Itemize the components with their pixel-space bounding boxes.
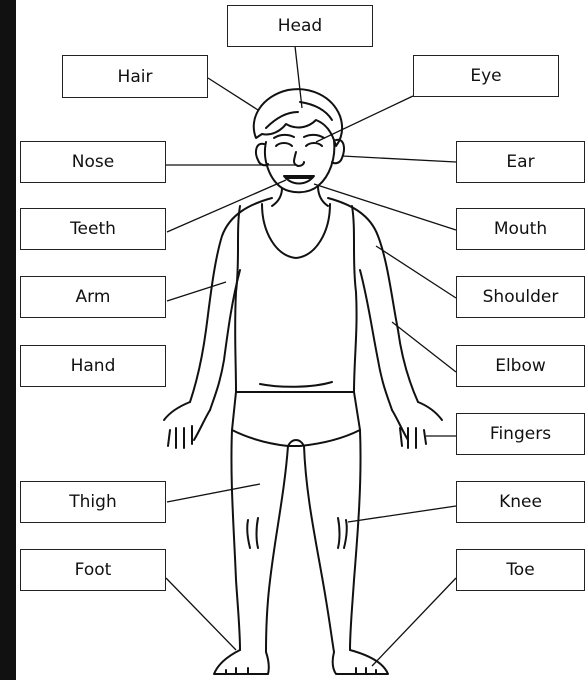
label-arm: Arm xyxy=(20,276,166,318)
left-foot xyxy=(214,650,269,674)
label-knee: Knee xyxy=(456,481,585,523)
hair-strand xyxy=(266,112,298,128)
label-foot: Foot xyxy=(20,549,166,591)
left-hand xyxy=(164,402,210,448)
label-shoulder: Shoulder xyxy=(456,276,585,318)
leader-foot xyxy=(166,578,236,650)
right-arm-outer xyxy=(328,198,418,402)
hair-strand-2 xyxy=(300,102,332,120)
right-brow xyxy=(304,135,324,138)
right-arm-inner xyxy=(360,270,392,410)
right-hand xyxy=(392,402,442,448)
left-knee xyxy=(247,518,258,548)
leader-teeth xyxy=(167,180,286,232)
leader-knee xyxy=(348,506,456,522)
label-elbow: Elbow xyxy=(456,345,585,387)
left-arm-outer xyxy=(190,198,272,402)
right-eye xyxy=(306,143,322,146)
leader-head xyxy=(295,46,302,108)
label-teeth: Teeth xyxy=(20,208,166,250)
vest-neckline xyxy=(262,204,330,258)
leader-ear xyxy=(342,156,456,162)
label-mouth: Mouth xyxy=(456,208,585,250)
label-head: Head xyxy=(227,5,373,47)
label-toe: Toe xyxy=(456,549,585,591)
leader-mouth xyxy=(314,184,456,230)
leader-toe xyxy=(372,578,456,666)
left-brow xyxy=(274,135,294,138)
left-eye xyxy=(276,143,292,146)
label-thigh: Thigh xyxy=(20,481,166,523)
label-hair: Hair xyxy=(62,55,208,98)
vest-hem xyxy=(260,382,332,387)
label-ear: Ear xyxy=(456,141,585,183)
neck xyxy=(272,186,328,206)
right-leg-outer xyxy=(350,430,361,650)
label-hand: Hand xyxy=(20,345,166,387)
label-fingers: Fingers xyxy=(456,413,585,455)
leader-hair xyxy=(208,78,258,110)
left-leg-inner xyxy=(266,446,288,652)
briefs xyxy=(232,392,360,446)
left-leg-outer xyxy=(231,430,240,650)
leader-thigh xyxy=(167,484,260,502)
vest xyxy=(235,206,356,392)
right-foot xyxy=(333,650,388,674)
label-eye: Eye xyxy=(413,55,559,97)
label-nose: Nose xyxy=(20,141,166,183)
nose xyxy=(294,152,304,166)
hair-shape xyxy=(254,89,342,146)
right-knee xyxy=(338,518,347,548)
leader-arm xyxy=(167,282,226,301)
right-leg-inner xyxy=(304,446,334,652)
